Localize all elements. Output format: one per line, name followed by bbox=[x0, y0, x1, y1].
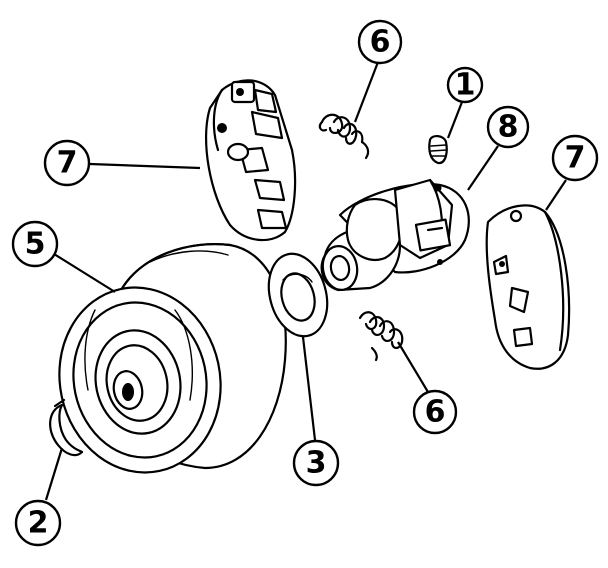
callout-2-label: 2 bbox=[28, 506, 49, 541]
callout-7-left: 7 bbox=[43, 139, 91, 187]
leader-7b bbox=[545, 179, 567, 211]
callout-7-right: 7 bbox=[551, 134, 599, 182]
callout-5-label: 5 bbox=[25, 227, 46, 262]
leader-5 bbox=[53, 253, 116, 293]
callout-6-lower: 6 bbox=[412, 389, 458, 435]
clutch-shoe-left bbox=[204, 79, 297, 242]
washer bbox=[267, 252, 329, 338]
callout-6-lower-label: 6 bbox=[425, 395, 446, 430]
callout-8: 8 bbox=[486, 105, 530, 149]
leader-lines bbox=[44, 61, 567, 501]
callout-5: 5 bbox=[11, 220, 59, 268]
callout-8-label: 8 bbox=[498, 110, 519, 145]
callout-6-upper: 6 bbox=[357, 19, 403, 65]
callout-3: 3 bbox=[292, 439, 340, 487]
leader-6a bbox=[353, 61, 380, 123]
leader-8 bbox=[467, 145, 499, 191]
callout-1-label: 1 bbox=[455, 68, 476, 103]
callout-6-upper-label: 6 bbox=[370, 25, 391, 60]
clutch-drum bbox=[58, 243, 287, 474]
spring-upper bbox=[318, 113, 370, 160]
snap-ring bbox=[49, 398, 84, 457]
leader-6b bbox=[397, 341, 429, 393]
clutch-hub bbox=[320, 178, 470, 292]
callout-7-right-label: 7 bbox=[565, 141, 586, 176]
callout-7-left-label: 7 bbox=[57, 146, 78, 181]
leader-3 bbox=[301, 336, 317, 441]
callout-1: 1 bbox=[446, 66, 484, 104]
callout-2: 2 bbox=[14, 499, 62, 547]
callout-3-label: 3 bbox=[306, 446, 327, 481]
clutch-shoe-right bbox=[485, 204, 571, 370]
spring-lower bbox=[358, 311, 404, 362]
leader-1 bbox=[446, 101, 464, 139]
leader-7a bbox=[89, 162, 201, 170]
leader-2 bbox=[44, 447, 64, 501]
set-screw bbox=[428, 135, 448, 165]
